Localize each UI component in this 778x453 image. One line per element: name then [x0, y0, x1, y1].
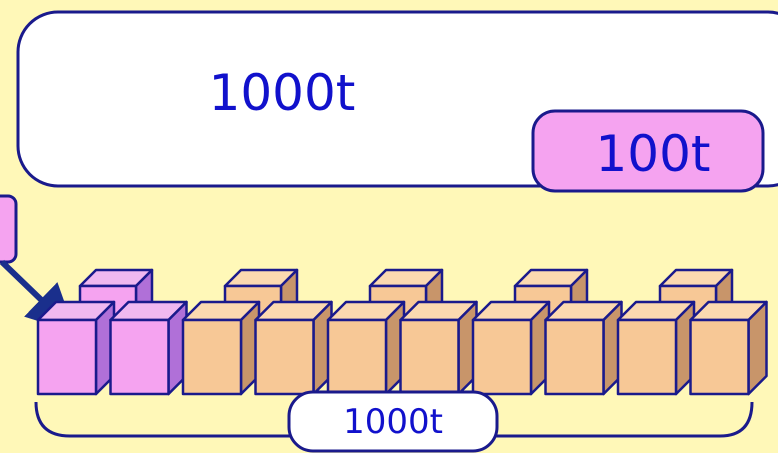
bottom-label-box: [287, 390, 499, 453]
top-badge-box: [531, 109, 765, 193]
front-unit-3: [181, 300, 261, 396]
front-unit-4: [254, 300, 333, 396]
front-unit-2: [109, 300, 188, 396]
front-unit-7: [471, 300, 551, 396]
front-unit-9: [616, 300, 696, 396]
front-unit-10-front: [689, 318, 750, 396]
top-badge-label: 100t: [595, 125, 710, 183]
front-unit-8-front: [544, 318, 605, 396]
front-unit-5: [326, 300, 406, 396]
bottom-label: 1000t: [343, 402, 443, 442]
front-unit-6: [399, 300, 478, 396]
front-unit-5-front: [326, 318, 388, 396]
front-unit-1: [36, 300, 116, 396]
arrow-connector: [0, 259, 76, 333]
front-unit-10: [689, 300, 768, 396]
front-unit-8: [544, 300, 623, 396]
front-unit-10-side: [747, 300, 768, 396]
front-unit-7-front: [471, 318, 533, 396]
units-group: [36, 268, 768, 396]
left-pink-tag: [0, 194, 18, 264]
front-unit-4-front: [254, 318, 315, 396]
front-unit-3-front: [181, 318, 243, 396]
top-container-label: 1000t: [209, 64, 356, 122]
front-unit-6-front: [399, 318, 460, 396]
front-unit-1-front: [36, 318, 98, 396]
front-unit-9-front: [616, 318, 678, 396]
front-unit-2-front: [109, 318, 170, 396]
